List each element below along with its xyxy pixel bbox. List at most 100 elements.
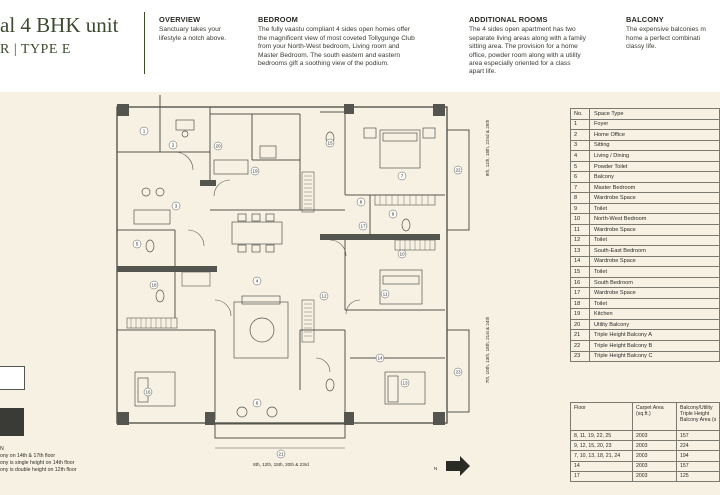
table-header-row: Floor Carpet Area (sq.ft.) Balcony/Utili… <box>570 402 720 431</box>
chair <box>265 213 275 222</box>
room-label: 7 <box>401 174 404 179</box>
room-label-marker <box>358 221 368 231</box>
overview-heading: OVERVIEW <box>159 15 201 24</box>
additional-rooms-line: separate living areas along with a famil… <box>469 34 586 42</box>
room-label: 18 <box>151 283 157 288</box>
area-carpet: 2003 <box>632 440 677 452</box>
space-number: 7 <box>570 181 590 194</box>
area-carpet: 2003 <box>632 460 677 472</box>
space-number: 1 <box>570 118 590 131</box>
room-label: 10 <box>399 252 405 257</box>
space-number: 12 <box>570 234 590 247</box>
toilet-fixture <box>401 218 411 232</box>
space-type: Wardrobe Space <box>589 224 720 236</box>
area-balcony: 194 <box>676 450 720 462</box>
room-label-marker <box>149 280 159 290</box>
area-balcony: 157 <box>676 429 720 442</box>
col-carpet: Carpet Area (sq.ft.) <box>632 402 677 431</box>
space-number: 18 <box>570 297 590 310</box>
balcony-c <box>446 329 470 413</box>
bed <box>384 371 426 405</box>
space-type: Living / Dining <box>589 150 720 162</box>
pilaster <box>433 104 445 116</box>
bedroom-line: The fully vaastu compliant 4 sides open … <box>258 26 410 34</box>
bedroom-line: Master Bedroom. The south eastern and ea… <box>258 51 401 59</box>
toilet-fixture <box>155 289 165 303</box>
space-number: 5 <box>570 160 590 173</box>
room-label-marker <box>143 387 153 397</box>
note-line: N <box>0 446 4 452</box>
chair <box>237 213 247 222</box>
additional-rooms-line: apart life. <box>469 68 497 76</box>
col-floor: Floor <box>570 402 633 431</box>
page-title: al 4 BHK unit R | TYPE E <box>0 13 118 57</box>
area-floor: 8, 11, 19, 22, 25 <box>570 429 633 442</box>
north-arrow-body <box>446 461 460 471</box>
additional-rooms-line: area especially oriented for a class <box>469 60 571 68</box>
coffee-table <box>249 317 275 343</box>
note-line: ony on 14th & 17th floor <box>0 453 56 459</box>
space-type: South Bedroom <box>589 276 720 289</box>
room-label-marker <box>252 398 262 408</box>
wall-band <box>117 266 217 272</box>
wardrobe-hatch <box>304 303 312 337</box>
space-type: Home Office <box>589 129 720 141</box>
title-divider <box>144 12 145 74</box>
room-label: 3 <box>175 204 178 209</box>
room-label: 13 <box>402 381 408 386</box>
door-swing <box>329 239 347 257</box>
space-type: Wardrobe Space <box>589 287 720 299</box>
bed <box>379 269 423 305</box>
room-label-marker <box>400 378 410 388</box>
balcony-c-note: 7th, 10th, 13th, 18th, 21st & 24th <box>485 316 490 383</box>
col-balcony: Balcony/Utility Triple Height Balcony Ar… <box>676 402 720 431</box>
area-floor: 17 <box>570 470 633 482</box>
space-number: 4 <box>570 150 590 162</box>
space-type: Toilet <box>589 266 720 278</box>
space-type: Triple Height Balcony C <box>589 350 720 363</box>
wardrobe <box>301 171 315 213</box>
sofa <box>133 209 171 225</box>
room-label-marker <box>132 239 142 249</box>
room-label-marker <box>213 141 223 151</box>
pillow <box>382 132 418 142</box>
additional-rooms-column: ADDITIONAL ROOMS The 4 sides open apartm… <box>469 15 619 77</box>
space-type: Wardrobe Space <box>589 192 720 204</box>
wardrobe <box>181 271 211 287</box>
north-arrow-icon: N <box>434 456 470 476</box>
additional-rooms-line: office, powder room along with a utility <box>469 51 581 59</box>
room-label: 2 <box>172 143 175 148</box>
balcony-a-note: 8th, 12th, 15th, 20th & 23rd <box>253 462 309 467</box>
balcony-line: home a perfect combinati <box>626 34 701 42</box>
bed <box>134 371 176 407</box>
header-band <box>0 0 720 92</box>
room-label: 15 <box>327 141 333 146</box>
room-label: 5 <box>136 242 139 247</box>
sofa <box>241 295 281 305</box>
pilaster <box>344 412 354 425</box>
stove <box>259 145 277 159</box>
sofa-set <box>233 301 289 359</box>
area-balcony: 224 <box>676 440 720 452</box>
balcony-b <box>446 129 470 231</box>
space-type: Wardrobe Space <box>589 255 720 268</box>
pillow <box>387 375 399 403</box>
door-swing <box>214 299 232 317</box>
room-label: 20 <box>215 144 221 149</box>
room-label-marker <box>397 249 407 259</box>
note-line: ony is single height on 14th floor <box>0 460 75 466</box>
wardrobe-hatch <box>379 195 429 205</box>
chair <box>251 244 261 253</box>
wardrobe <box>301 299 315 343</box>
